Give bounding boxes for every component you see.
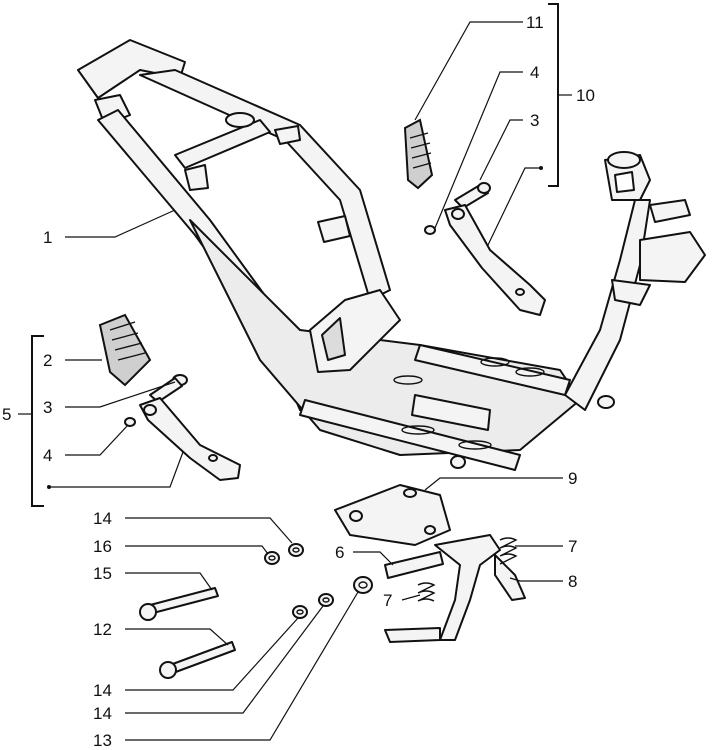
callout-14-middle: 14 bbox=[93, 681, 112, 700]
right-pedal-group bbox=[403, 118, 546, 316]
leader-lines bbox=[50, 21, 563, 741]
callout-14-top: 14 bbox=[93, 509, 112, 528]
callout-16: 16 bbox=[93, 537, 112, 556]
callout-10: 10 bbox=[576, 86, 595, 105]
leader-dot-left bbox=[47, 485, 51, 489]
callout-8: 8 bbox=[568, 572, 578, 591]
callout-4-right: 4 bbox=[530, 63, 540, 82]
callout-7-left: 7 bbox=[383, 591, 393, 610]
callout-1: 1 bbox=[43, 228, 53, 247]
callout-3-right: 3 bbox=[530, 111, 540, 130]
callout-11: 11 bbox=[526, 13, 544, 32]
left-pedal-group bbox=[98, 313, 241, 481]
callout-4-left: 4 bbox=[43, 446, 53, 465]
callout-15: 15 bbox=[93, 564, 112, 583]
callout-5: 5 bbox=[2, 405, 12, 424]
callout-2: 2 bbox=[43, 351, 53, 370]
callout-9: 9 bbox=[568, 469, 578, 488]
callout-7-right: 7 bbox=[568, 537, 578, 556]
frame-assembly bbox=[77, 39, 706, 471]
group-bracket-10 bbox=[548, 3, 559, 187]
leader-dot-right bbox=[539, 166, 543, 170]
group-bracket-5 bbox=[31, 335, 44, 507]
callout-13: 13 bbox=[93, 731, 112, 750]
stand-assembly bbox=[334, 484, 526, 643]
callout-14-bottom: 14 bbox=[93, 704, 112, 723]
hardware bbox=[139, 543, 373, 679]
callout-12: 12 bbox=[93, 620, 112, 639]
callout-6: 6 bbox=[335, 543, 345, 562]
callout-3-left: 3 bbox=[43, 398, 53, 417]
